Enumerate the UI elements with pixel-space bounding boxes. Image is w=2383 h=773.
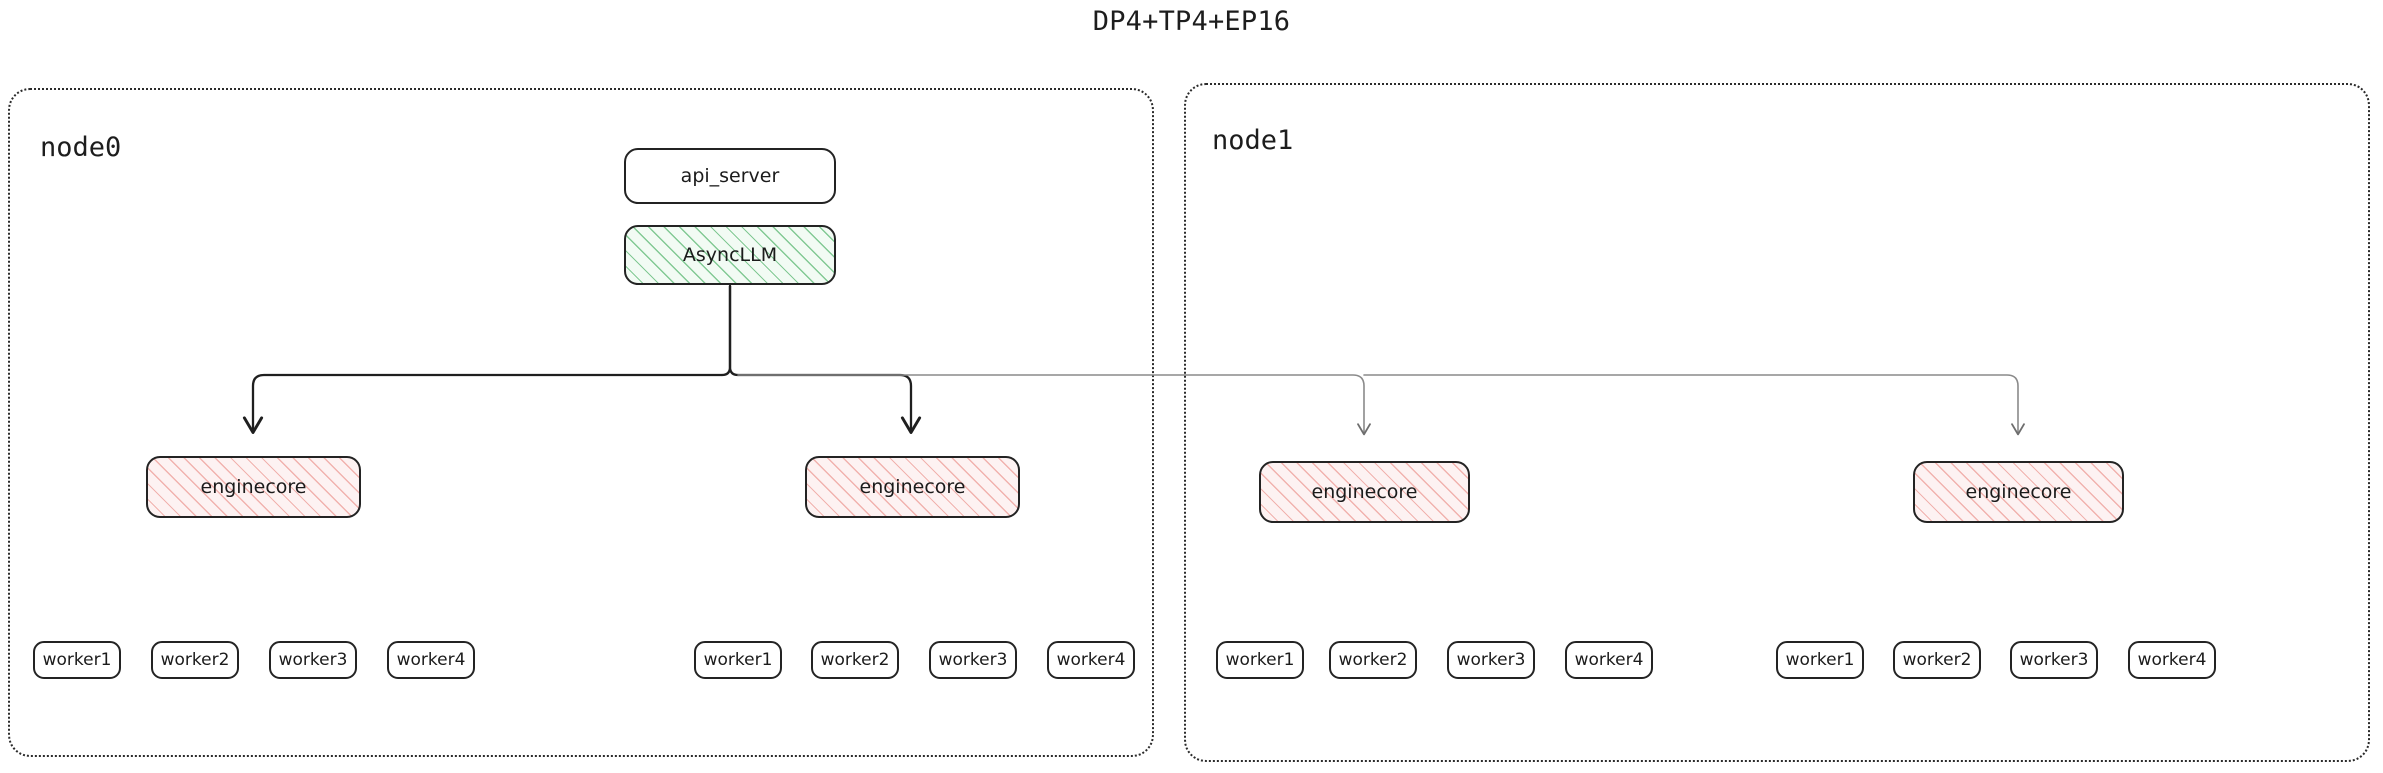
worker-box[interactable]: worker2	[811, 641, 899, 679]
worker-box[interactable]: worker3	[929, 641, 1017, 679]
worker-box[interactable]: worker1	[694, 641, 782, 679]
async-llm-box[interactable]: AsyncLLM	[624, 225, 836, 285]
worker-box[interactable]: worker1	[1776, 641, 1864, 679]
worker-box[interactable]: worker4	[1565, 641, 1653, 679]
worker-box[interactable]: worker3	[1447, 641, 1535, 679]
worker-box[interactable]: worker3	[269, 641, 357, 679]
worker-box[interactable]: worker2	[1893, 641, 1981, 679]
worker-box[interactable]: worker3	[2010, 641, 2098, 679]
worker-box[interactable]: worker4	[2128, 641, 2216, 679]
worker-box[interactable]: worker2	[1329, 641, 1417, 679]
enginecore-box[interactable]: enginecore	[805, 456, 1020, 518]
worker-box[interactable]: worker4	[387, 641, 475, 679]
api-server-box[interactable]: api_server	[624, 148, 836, 204]
worker-box[interactable]: worker4	[1047, 641, 1135, 679]
enginecore-box[interactable]: enginecore	[1259, 461, 1470, 523]
node-label-node0: node0	[40, 132, 122, 163]
worker-box[interactable]: worker1	[1216, 641, 1304, 679]
enginecore-box[interactable]: enginecore	[1913, 461, 2124, 523]
enginecore-box[interactable]: enginecore	[146, 456, 361, 518]
worker-box[interactable]: worker1	[33, 641, 121, 679]
node-label-node1: node1	[1212, 125, 1294, 156]
page-title: DP4+TP4+EP16	[1092, 6, 1291, 37]
worker-box[interactable]: worker2	[151, 641, 239, 679]
